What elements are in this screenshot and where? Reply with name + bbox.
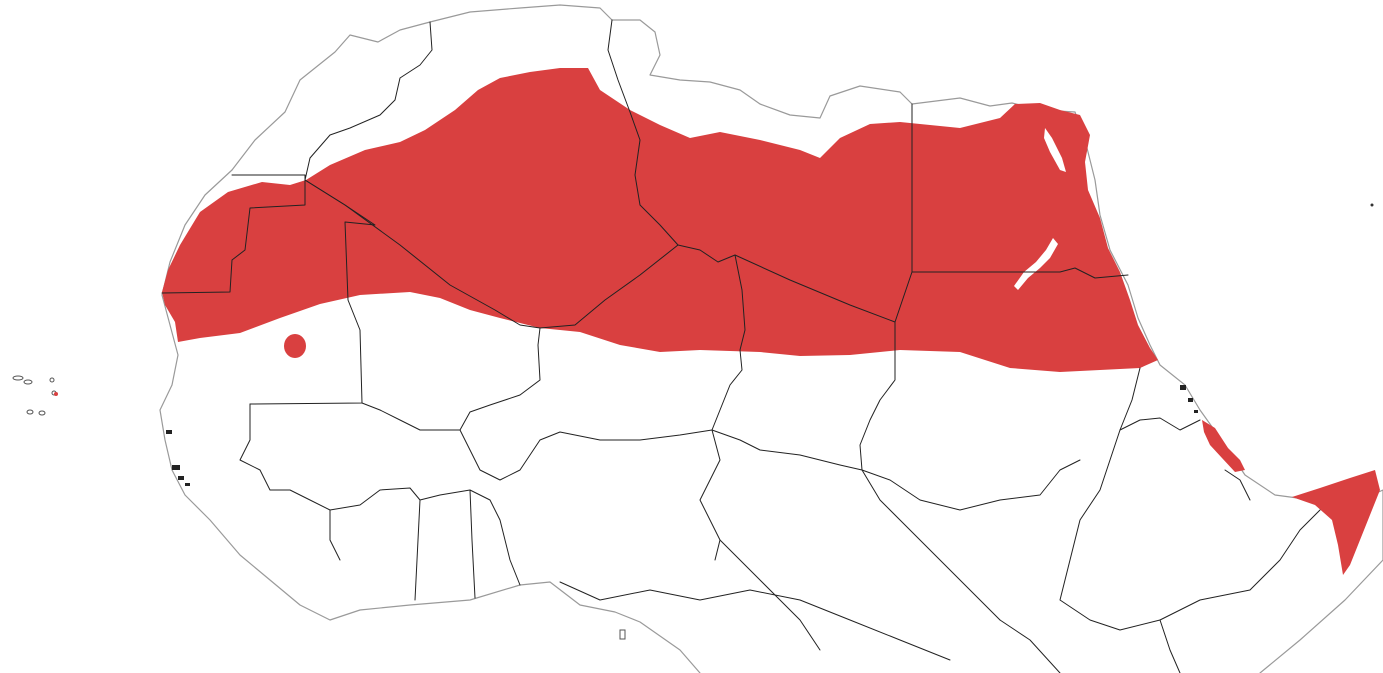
border-egypt-sudan [911, 267, 1129, 279]
island-icon [23, 379, 33, 385]
coastal-islands [166, 385, 1198, 486]
border-horn-of-africa [1059, 417, 1321, 631]
border-algeria-mali-niger [304, 179, 679, 329]
island-icon [1180, 385, 1186, 390]
border-niger-chad [711, 254, 746, 431]
range-island-cape-verde [54, 392, 58, 396]
gulf-of-suez [1044, 128, 1066, 172]
island-icon [178, 476, 184, 480]
lake-nasser [1014, 238, 1058, 290]
range-patch-mauritania [284, 334, 306, 358]
coastline-west-africa [159, 169, 701, 673]
island-icon [172, 465, 180, 470]
island-icon [1194, 410, 1198, 413]
island-icon [619, 629, 626, 640]
island-icon [166, 430, 172, 434]
range-area-somalia [1292, 470, 1380, 575]
border-algeria-tunisia-libya [607, 19, 679, 246]
border-west-africa-inner [239, 402, 721, 561]
border-gulf-states [329, 487, 521, 601]
border-sudan-eritrea [1119, 367, 1141, 431]
island-icon [1188, 398, 1193, 402]
border-southern-edge [559, 581, 1181, 673]
cape-verde-islands [12, 375, 57, 416]
country-borders [161, 19, 1321, 673]
border-niger-mali [459, 327, 541, 431]
border-central-africa [711, 429, 1081, 651]
island-icon [49, 377, 55, 383]
island-icon [26, 409, 34, 415]
border-morocco-algeria [304, 21, 433, 181]
range-area-sahara [162, 68, 1158, 372]
border-chad-sudan [859, 321, 896, 471]
island-icon [38, 410, 46, 416]
range-area-eritrea [1202, 420, 1245, 472]
island-icon [1370, 203, 1374, 207]
island-icon [12, 375, 24, 381]
island-icon [185, 483, 190, 486]
